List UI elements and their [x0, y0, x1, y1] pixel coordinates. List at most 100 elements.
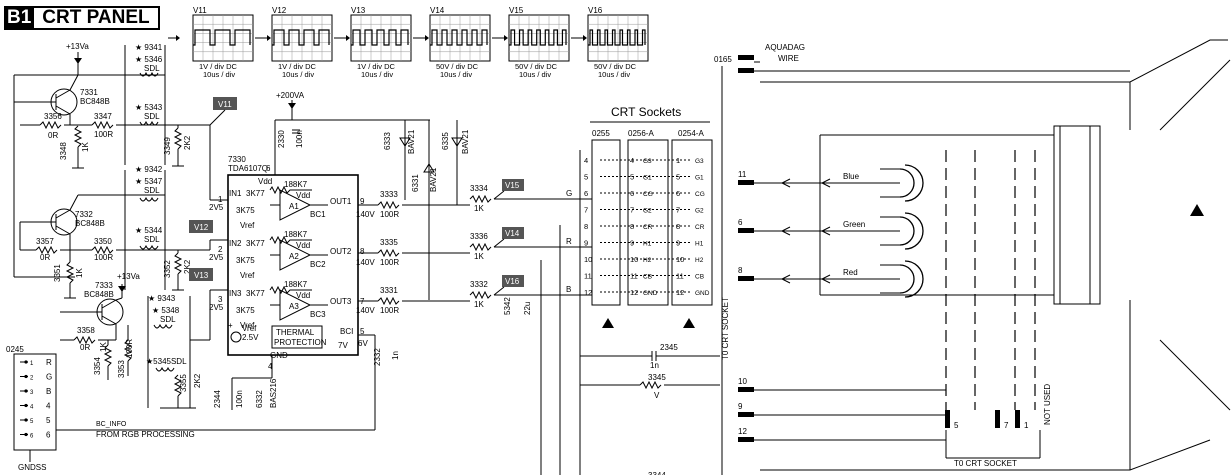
scope-5-trace — [588, 29, 646, 46]
sock256-lbl3: G2 — [643, 208, 652, 215]
crt-pin-2: 8 — [738, 266, 743, 275]
bottom-pin-2: 1 — [1024, 421, 1029, 430]
sock256-pin8: 12 — [630, 288, 638, 297]
scope-2-scale2: 10us / div — [361, 70, 393, 79]
ic-in1-name: IN2 — [229, 239, 242, 248]
crt-pin-0: 11 — [738, 170, 747, 179]
scope-1-scale2: 10us / div — [282, 70, 314, 79]
conn-pin-num2: 3 — [30, 390, 34, 396]
r3355-ref: 3355 — [179, 374, 188, 392]
probe-v12: V12 — [194, 223, 209, 232]
ic-in0-vdd: Vdd — [296, 191, 310, 200]
conn-pin-lbl3: 4 — [46, 402, 51, 411]
r3351-val: 1K — [75, 268, 84, 278]
r3349-ref: 3349 — [163, 137, 172, 155]
ic-ref: 7330 — [228, 155, 246, 164]
c2332-val: 1n — [391, 351, 400, 360]
aquadag-ref: 0165 — [714, 55, 732, 64]
sock256-lbl1: G1 — [643, 175, 652, 182]
thermal-2: PROTECTION — [274, 338, 327, 347]
ic-pin-out0: 9 — [360, 197, 365, 206]
probe-2-label: V16 — [505, 277, 520, 286]
t7331-type: BC848B — [80, 97, 110, 106]
ic-in2-r1: 3K77 — [246, 289, 265, 298]
conn-pin-lbl1: G — [46, 373, 52, 382]
ic-vref-1: Vref — [240, 271, 255, 280]
scope-0-grid — [192, 14, 254, 62]
scope-4-grid — [508, 14, 570, 62]
d6333-type: BAV21 — [407, 129, 416, 154]
t7333-type: BC848B — [84, 290, 114, 299]
scope-4-name: V15 — [509, 6, 524, 15]
ic-in0-rf: 188K7 — [284, 180, 308, 189]
sock254-pin3: 7 — [676, 206, 680, 215]
conn-pin-lbl4: 5 — [46, 416, 51, 425]
star-9343: ★ 9343 — [148, 294, 176, 303]
sock254-pin5: 9 — [676, 239, 680, 248]
sock256-lbl0: G3 — [643, 158, 652, 165]
ic-bc0: BC1 — [310, 210, 326, 219]
scope-3-grid — [429, 14, 491, 62]
r3350-val: 100R — [94, 253, 113, 262]
out2-v: 140V — [356, 306, 375, 315]
scope-2-trace — [351, 29, 409, 46]
connector-ref: 0245 — [6, 345, 24, 354]
sock256-lbl7: CB — [643, 274, 652, 281]
sock254-pin1: 5 — [676, 173, 680, 182]
ic-vdd: Vdd — [258, 177, 272, 186]
gun-red-label: Red — [843, 268, 858, 277]
sdl-5348-ref: ★ 5348 — [152, 306, 180, 315]
scope-1-scale1: 1V / div DC — [278, 62, 317, 71]
sock255-pin0: 4 — [584, 156, 588, 165]
ic-out2: OUT3 — [330, 297, 352, 306]
gnd-pin: 4 — [268, 362, 273, 371]
sdl-5343-ref: ★ 5343 — [135, 103, 163, 112]
scope-2-grid — [350, 14, 412, 62]
d6335-type: BAV21 — [461, 129, 470, 154]
sdl-5345: ★5345SDL — [146, 357, 187, 366]
sockets-title: CRT Sockets — [611, 105, 681, 119]
ic-in2-rf: 188K7 — [284, 280, 308, 289]
r3345-ref: 3345 — [648, 373, 666, 382]
crt-pin-1: 6 — [738, 218, 743, 227]
r3347-val: 100R — [94, 130, 113, 139]
sock254-pin7: 11 — [676, 272, 684, 281]
gnd-label: GND — [270, 351, 288, 360]
d6332-type: BAS216 — [269, 378, 278, 408]
out1-val: 100R — [380, 258, 399, 267]
bci-pin: 5 — [360, 327, 365, 336]
to-crt-socket-h: T0 CRT SOCKET — [954, 459, 1017, 468]
ic-tda6107q: 7330 TDA6107Q 6 Vdd +200VA 2330 100n IN1… — [209, 91, 430, 410]
sdl-5346: SDL — [144, 64, 160, 73]
sock255-pin8: 12 — [584, 288, 592, 297]
ic-in2-vdd: Vdd — [296, 291, 310, 300]
out1-v: 140V — [356, 258, 375, 267]
probe-v13: V13 — [194, 271, 209, 280]
r3356-val: 0R — [48, 131, 58, 140]
scope-3-name: V14 — [430, 6, 445, 15]
sock255-pin4: 8 — [584, 222, 588, 231]
out1-ref: 3335 — [380, 238, 398, 247]
scope-5-scale2: 10us / div — [598, 70, 630, 79]
out1-r2ref: 3336 — [470, 232, 488, 241]
r3345-val: V — [654, 391, 660, 400]
r3352-ref: 3352 — [163, 260, 172, 278]
vref-src: Vref — [242, 324, 257, 333]
ic-in2-bias: 2V5 — [209, 303, 224, 312]
out0-val: 100R — [380, 210, 399, 219]
r3347-ref: 3347 — [94, 112, 112, 121]
out2-color: B — [566, 285, 571, 294]
out0-color: G — [566, 189, 572, 198]
ic-in2-pin: 3 — [218, 295, 223, 304]
r3355-val: 2K2 — [193, 373, 202, 388]
conn-pin-lbl0: R — [46, 358, 52, 367]
socket-0254: 0254-A — [678, 129, 704, 138]
c2330-ref: 2330 — [277, 130, 286, 148]
scope-5-name: V16 — [588, 6, 603, 15]
sock255-pin2: 6 — [584, 189, 588, 198]
probe-1-label: V14 — [505, 229, 520, 238]
ic-out1: OUT2 — [330, 247, 352, 256]
c2345-val: 1n — [650, 361, 659, 370]
diodes: 6333 BAV21 6335 BAV21 6331 BAV21 — [383, 120, 470, 300]
sdl-5344: SDL — [144, 235, 160, 244]
